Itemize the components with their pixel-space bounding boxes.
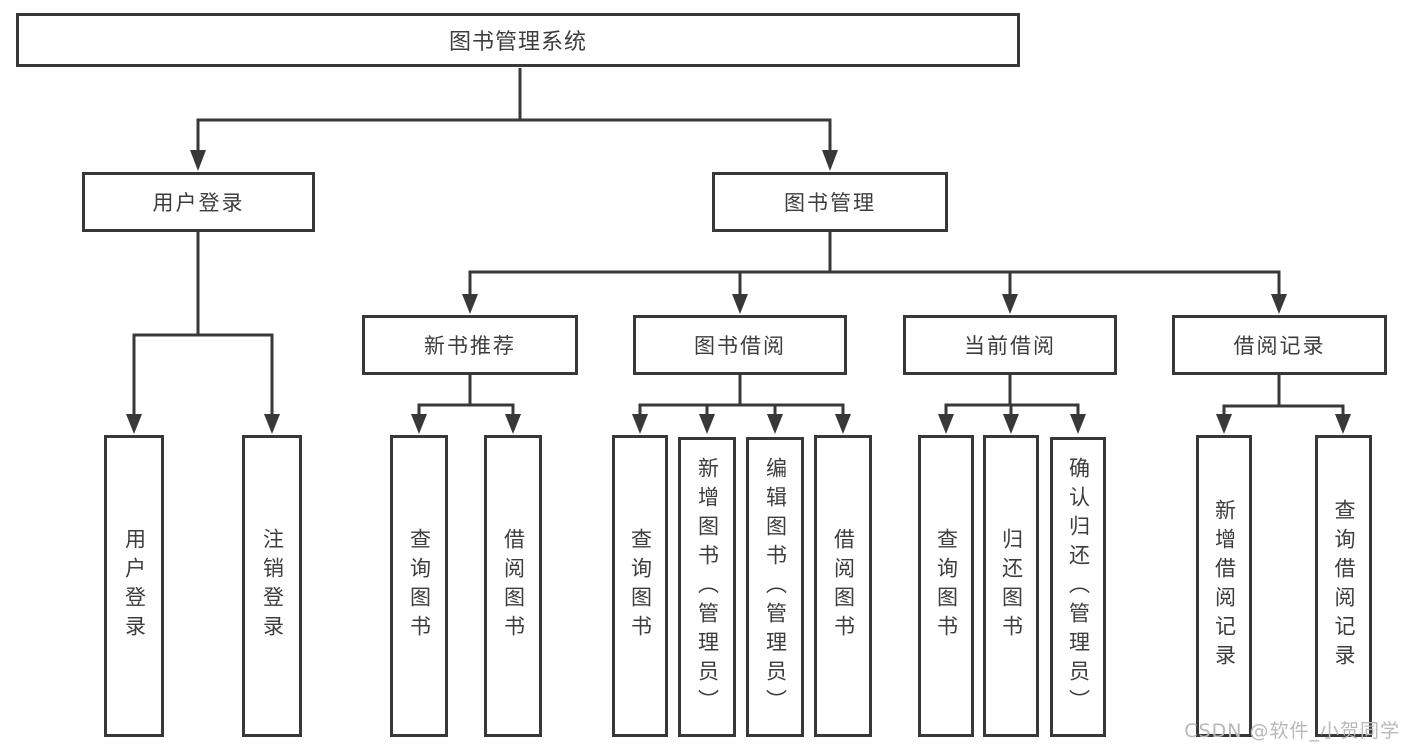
node-label: 新增借阅记录 bbox=[1212, 499, 1237, 673]
csdn-watermark: CSDN @软件_小贺同学 bbox=[1184, 720, 1400, 742]
node-book-management: 图书管理 bbox=[712, 172, 948, 232]
leaf-query-borrow-record: 查询借阅记录 bbox=[1315, 435, 1372, 737]
connector-book-borrow-children bbox=[632, 375, 851, 434]
connector-new-book-children bbox=[411, 375, 521, 434]
node-label: 用户登录 bbox=[122, 528, 147, 644]
node-label: 查询图书 bbox=[628, 528, 653, 644]
node-label: 借阅图书 bbox=[831, 528, 856, 644]
node-label: 当前借阅 bbox=[964, 334, 1056, 358]
node-label: 借阅图书 bbox=[501, 528, 526, 644]
node-label: 图书借阅 bbox=[694, 334, 786, 358]
connector-book-mgmt-children bbox=[462, 232, 1287, 314]
connector-current-borrow-children bbox=[938, 375, 1086, 434]
node-label: 图书管理系统 bbox=[448, 30, 587, 55]
leaf-query-books-current: 查询图书 bbox=[918, 435, 974, 737]
node-library-management-system: 图书管理系统 bbox=[16, 13, 1020, 67]
node-book-borrow: 图书借阅 bbox=[633, 315, 847, 375]
node-label: 新增图书（管理员） bbox=[695, 456, 720, 718]
connector-borrow-records-children bbox=[1216, 375, 1351, 434]
node-label: 确认归还（管理员） bbox=[1066, 456, 1091, 718]
node-label: 查询图书 bbox=[407, 528, 432, 644]
leaf-add-borrow-record: 新增借阅记录 bbox=[1196, 435, 1252, 737]
leaf-logout: 注销登录 bbox=[242, 435, 302, 737]
node-current-borrow: 当前借阅 bbox=[903, 315, 1117, 375]
node-user-login: 用户登录 bbox=[82, 172, 315, 232]
leaf-borrow-books: 借阅图书 bbox=[814, 435, 872, 737]
leaf-confirm-return-admin: 确认归还（管理员） bbox=[1050, 437, 1106, 737]
leaf-query-books-recommend: 查询图书 bbox=[390, 435, 448, 737]
node-label: 查询图书 bbox=[934, 528, 959, 644]
node-label: 归还图书 bbox=[999, 528, 1024, 644]
node-new-book-recommend: 新书推荐 bbox=[362, 315, 578, 375]
leaf-query-books-borrow: 查询图书 bbox=[612, 435, 668, 737]
node-label: 图书管理 bbox=[784, 191, 876, 215]
node-label: 新书推荐 bbox=[424, 334, 516, 358]
leaf-borrow-books-recommend: 借阅图书 bbox=[484, 435, 542, 737]
node-label: 借阅记录 bbox=[1233, 334, 1326, 358]
leaf-user-login: 用户登录 bbox=[104, 435, 164, 737]
leaf-add-books-admin: 新增图书（管理员） bbox=[678, 437, 736, 737]
leaf-return-books: 归还图书 bbox=[983, 435, 1039, 737]
node-borrow-records: 借阅记录 bbox=[1172, 315, 1387, 375]
connector-user-login-children bbox=[126, 232, 280, 434]
node-label: 用户登录 bbox=[152, 191, 245, 215]
leaf-edit-books-admin: 编辑图书（管理员） bbox=[746, 437, 804, 737]
node-label: 查询借阅记录 bbox=[1332, 499, 1356, 673]
node-label: 注销登录 bbox=[260, 528, 285, 644]
connector-root-to-level2 bbox=[190, 68, 838, 171]
node-label: 编辑图书（管理员） bbox=[763, 456, 788, 718]
